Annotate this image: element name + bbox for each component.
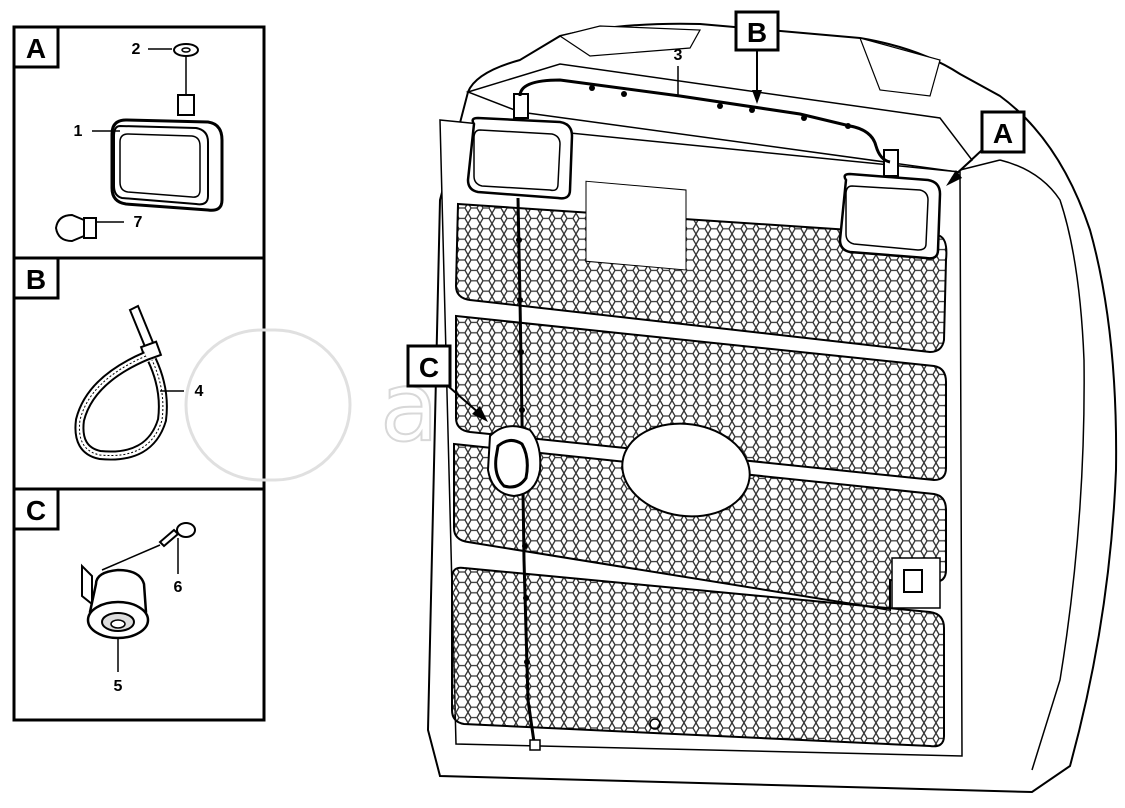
worklamp-part: [110, 94, 224, 212]
grille-assembly: [426, 22, 1118, 794]
panel-b-letter: B: [26, 264, 46, 295]
bulb-part: [54, 213, 97, 243]
callout-1: 1: [74, 123, 83, 140]
callout-2: 2: [132, 41, 141, 58]
label-a-letter: A: [993, 118, 1013, 149]
label-b-box: [734, 10, 780, 52]
panel-a-letter-box: [12, 25, 60, 69]
detail-panel-a: A 2 1 7: [12, 25, 266, 260]
grille-mesh-3: [453, 442, 947, 612]
callout-3: 3: [674, 47, 683, 64]
grille-mesh-2: [455, 314, 947, 482]
oval-cutout: [621, 422, 751, 518]
washer-part: [173, 43, 199, 57]
cable-tie-part: [74, 304, 168, 461]
label-a-box: [980, 110, 1026, 154]
latch: [891, 557, 941, 609]
grille-mesh-1: [454, 202, 948, 354]
detail-panel-c: C 6 5: [12, 487, 266, 722]
panel-a-letter: A: [26, 33, 46, 64]
callout-6: 6: [174, 579, 183, 596]
panel-c-frame: [12, 487, 266, 722]
callout-7: 7: [134, 214, 143, 231]
label-c-main: C: [406, 344, 488, 422]
panel-b-letter-box: [12, 256, 60, 300]
label-b-main: B: [734, 10, 780, 104]
watermark-badge: [184, 328, 352, 482]
label-b-letter: B: [747, 17, 767, 48]
callout-4: 4: [195, 383, 204, 400]
worklamp-right: [838, 149, 942, 260]
label-c-box: [406, 344, 452, 388]
panel-c-letter-box: [12, 487, 60, 531]
detail-panel-b: B 4: [12, 256, 266, 491]
wiring-harness: [486, 78, 891, 751]
callout-3-group: 3: [674, 47, 683, 96]
label-a-main: A: [946, 110, 1026, 186]
callout-5: 5: [114, 678, 123, 695]
bolt-part: [101, 522, 196, 571]
panel-c-letter: C: [26, 495, 46, 526]
label-c-letter: C: [419, 352, 439, 383]
grommet-part: [81, 563, 150, 640]
worklamp-left: [466, 93, 574, 200]
grille-mesh-4: [451, 566, 945, 748]
